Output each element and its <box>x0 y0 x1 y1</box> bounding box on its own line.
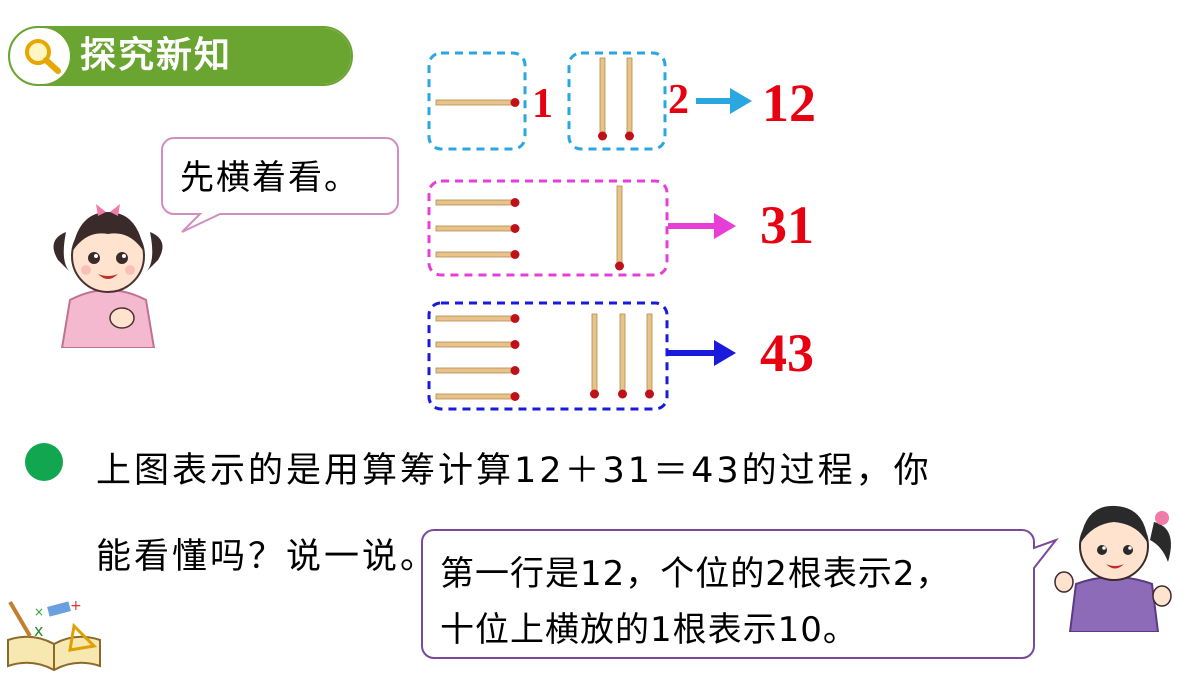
speech-left-text: 先横着看。 <box>180 158 360 198</box>
rod-horizontal <box>435 393 517 400</box>
rod-horizontal <box>435 225 517 232</box>
magnifier-icon <box>25 39 61 74</box>
section-title: 探究新知 <box>80 35 233 76</box>
bullet-dot <box>25 443 63 481</box>
ones-label: 2 <box>668 77 689 123</box>
speech-right-line-1: 第一行是12，个位的2根表示2， <box>440 554 951 594</box>
speech-bubble-right <box>421 529 1059 659</box>
tens-label: 1 <box>532 81 553 127</box>
counting-rods-row-3 <box>427 301 669 411</box>
rod-vertical <box>646 313 653 395</box>
rod-horizontal <box>435 315 517 322</box>
rod-vertical <box>626 57 633 137</box>
rod-horizontal <box>435 99 517 106</box>
rod-horizontal <box>435 367 517 374</box>
rod-vertical <box>619 313 626 395</box>
rod-horizontal <box>435 251 517 258</box>
result-12: 12 <box>762 73 816 133</box>
girl-illustration-right <box>1054 505 1172 632</box>
math-book-icon: + × x <box>7 598 101 672</box>
rod-vertical <box>591 313 598 395</box>
svg-text:+: + <box>70 598 82 614</box>
svg-text:x: x <box>34 621 43 640</box>
svg-text:×: × <box>34 605 44 619</box>
result-31: 31 <box>760 195 814 255</box>
arrow-icon <box>696 88 752 114</box>
rod-horizontal <box>435 341 517 348</box>
speech-right-line-2: 十位上横放的1根表示10。 <box>440 610 858 650</box>
question-line-2: 能看懂吗？说一说。 <box>96 537 439 577</box>
rod-vertical <box>599 57 606 137</box>
speech-bubble-left <box>161 137 399 233</box>
counting-rods-row-2 <box>427 179 669 277</box>
arrow-icon <box>668 213 736 239</box>
counting-rods-row-1 <box>427 51 667 151</box>
arrow-icon <box>668 340 736 366</box>
question-line-1: 上图表示的是用算筹计算12＋31＝43的过程，你 <box>96 451 932 491</box>
result-43: 43 <box>760 323 814 383</box>
rod-horizontal <box>435 199 517 206</box>
rod-vertical <box>616 185 623 267</box>
girl-illustration-left <box>53 204 163 348</box>
